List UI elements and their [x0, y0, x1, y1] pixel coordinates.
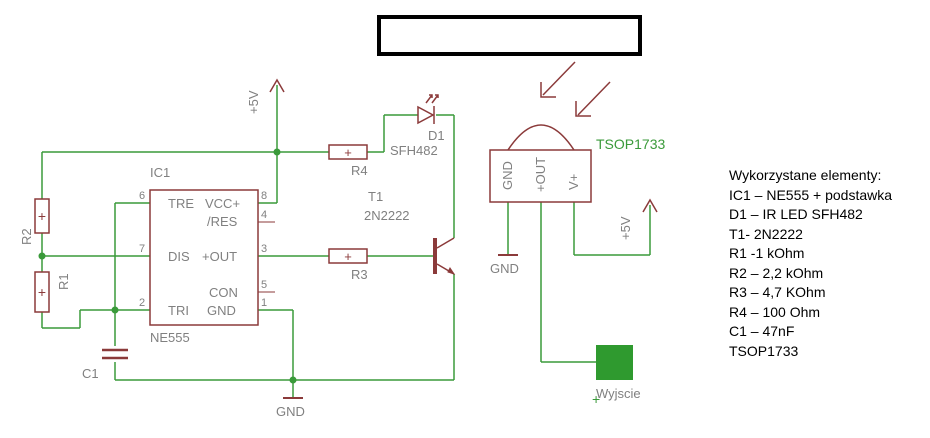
pin-stubs	[258, 221, 275, 293]
transistor-t1	[433, 237, 456, 275]
t1-name: T1	[368, 189, 383, 204]
vcc-arrow-left-icon	[269, 78, 285, 93]
parts-list-item: R3 – 4,7 KOhm	[729, 284, 826, 300]
svg-text:+: +	[344, 249, 352, 264]
gnd-symbols	[283, 254, 518, 399]
tsop-body	[489, 124, 592, 203]
resistor-r1: +	[34, 271, 50, 313]
ic1-pin-con: CON	[209, 285, 238, 300]
parts-list-item: D1 – IR LED SFH482	[729, 206, 863, 222]
r3-name: R3	[351, 267, 368, 282]
ic1-body	[149, 189, 259, 326]
output-label: Wyjscie	[596, 386, 641, 401]
svg-text:+: +	[38, 208, 46, 224]
parts-list-item: R2 – 2,2 kOhm	[729, 264, 824, 281]
symbols	[149, 189, 259, 326]
ic1-value: NE555	[150, 330, 190, 345]
title-box	[377, 15, 642, 56]
ic1-pin-res: /RES	[207, 214, 238, 229]
vcc-arrow-right-icon	[642, 198, 658, 213]
parts-list-item: T1- 2N2222	[729, 225, 803, 242]
vcc-left-label: +5V	[246, 90, 261, 114]
ic1-pin-tri: TRI	[168, 303, 189, 318]
ic1-pin-num-5: 5	[261, 279, 267, 291]
parts-list-item: R4 – 100 Ohm	[729, 303, 821, 320]
ic1-pin-num-7: 7	[139, 243, 145, 255]
tsop-name: TSOP1733	[596, 136, 665, 152]
ic1-pin-vcc: VCC+	[205, 196, 240, 211]
c1-name: C1	[82, 366, 99, 381]
output-pad-plus: +	[592, 391, 600, 407]
ic1-pin-dis: DIS	[168, 249, 190, 264]
resistor-r3: +	[328, 248, 368, 264]
r1-name: R1	[56, 273, 71, 290]
ic1-pin-out: +OUT	[202, 249, 237, 264]
resistor-r2: +	[34, 198, 50, 234]
resistor-r4: +	[328, 144, 368, 160]
ic1-pin-num-4: 4	[261, 209, 267, 221]
parts-list-item: R1 -1 kOhm	[729, 245, 805, 261]
parts-list: Wykorzystane elementy: IC1 – NE555 + pod…	[729, 166, 929, 361]
ic1-name: IC1	[150, 165, 170, 180]
parts-list-item: IC1 – NE555 + podstawka	[729, 186, 893, 203]
ic1-pin-num-1: 1	[261, 297, 267, 309]
vcc-right-label: +5V	[618, 216, 633, 240]
d1-name: D1	[428, 128, 445, 143]
d1-value: SFH482	[390, 143, 438, 158]
r4-name: R4	[351, 163, 368, 178]
parts-list-item: TSOP1733	[729, 342, 799, 359]
ic1-pin-gnd: GND	[207, 303, 236, 318]
tsop-pin-vcc: V+	[566, 174, 581, 190]
parts-list-item: C1 – 47nF	[729, 323, 795, 339]
ic1-pin-num-2: 2	[139, 297, 145, 309]
ic1-pin-num-3: 3	[261, 243, 267, 255]
t1-value: 2N2222	[364, 208, 410, 223]
wires	[41, 85, 651, 398]
r2-name: R2	[19, 228, 34, 245]
gnd-right-label: GND	[490, 261, 519, 276]
ir-arrows-icon	[540, 61, 611, 117]
svg-text:+: +	[38, 284, 46, 300]
tsop-pin-gnd: GND	[500, 161, 515, 190]
ic1-pin-num-8: 8	[261, 190, 267, 202]
ic1-pin-num-6: 6	[139, 190, 145, 202]
gnd-left-label: GND	[276, 404, 305, 419]
led-d1	[417, 94, 439, 125]
ic1-pin-tre: TRE	[168, 196, 194, 211]
junctions	[38, 148, 297, 384]
capacitor-c1	[102, 348, 128, 360]
output-pad	[596, 345, 633, 380]
tsop-pin-out: +OUT	[533, 157, 548, 192]
parts-list-title: Wykorzystane elementy:	[729, 167, 882, 183]
svg-text:+: +	[344, 145, 352, 160]
